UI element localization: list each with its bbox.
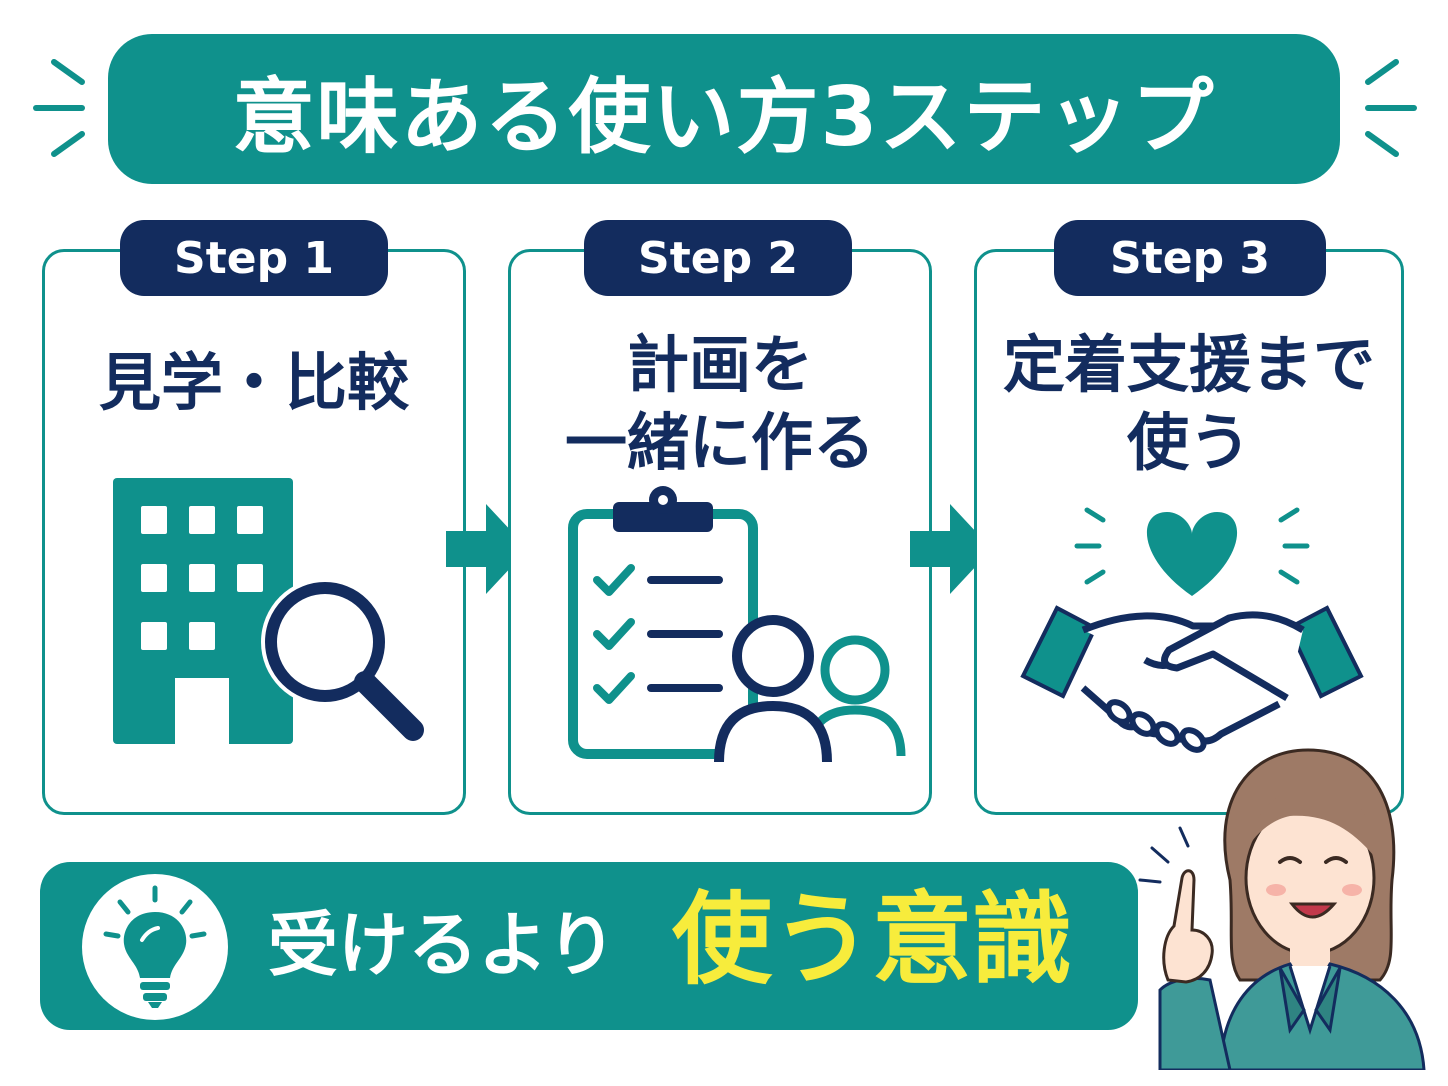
arrow-right-icon <box>446 504 528 594</box>
step-3-title-line-1: 定着支援まで <box>1002 328 1375 401</box>
step-3-label: Step 3 <box>1110 232 1270 284</box>
step-1-badge: Step 1 <box>120 220 388 296</box>
step-card-2: 計画を 一緒に作る <box>508 249 932 815</box>
step-1-label: Step 1 <box>174 232 334 284</box>
step-1-title-line-1: 見学・比較 <box>98 346 409 419</box>
step-3-title-line-2: 使う <box>1126 406 1251 479</box>
arrow-right-icon <box>910 504 992 594</box>
step-2-title-line-1: 計画を <box>626 328 813 401</box>
clipboard-people-icon <box>568 486 906 763</box>
bottom-text-plain: 受けるより <box>268 904 617 986</box>
page-title: 意味ある使い方3ステップ <box>232 69 1216 165</box>
step-2-label: Step 2 <box>638 232 798 284</box>
title-banner: 意味ある使い方3ステップ <box>108 34 1340 184</box>
step-card-3: 定着支援まで 使う <box>974 249 1404 815</box>
step-2-title-line-2: 一緒に作る <box>564 406 875 479</box>
step-1-title: 見学・比較 <box>45 344 463 422</box>
step-2-badge: Step 2 <box>584 220 852 296</box>
step-3-title: 定着支援まで 使う <box>977 326 1401 482</box>
title-burst-left-icon <box>33 59 85 157</box>
lightbulb-icon <box>103 885 207 1008</box>
title-burst-right-icon <box>1365 59 1417 157</box>
bottom-text-highlight: 使う意識 <box>672 881 1072 998</box>
step-3-badge: Step 3 <box>1054 220 1326 296</box>
woman-pointing-icon <box>1138 748 1426 1070</box>
step-card-1: 見学・比較 <box>42 249 466 815</box>
handshake-heart-icon <box>1020 507 1364 753</box>
building-search-icon <box>113 478 424 744</box>
step-2-title: 計画を 一緒に作る <box>511 326 929 482</box>
